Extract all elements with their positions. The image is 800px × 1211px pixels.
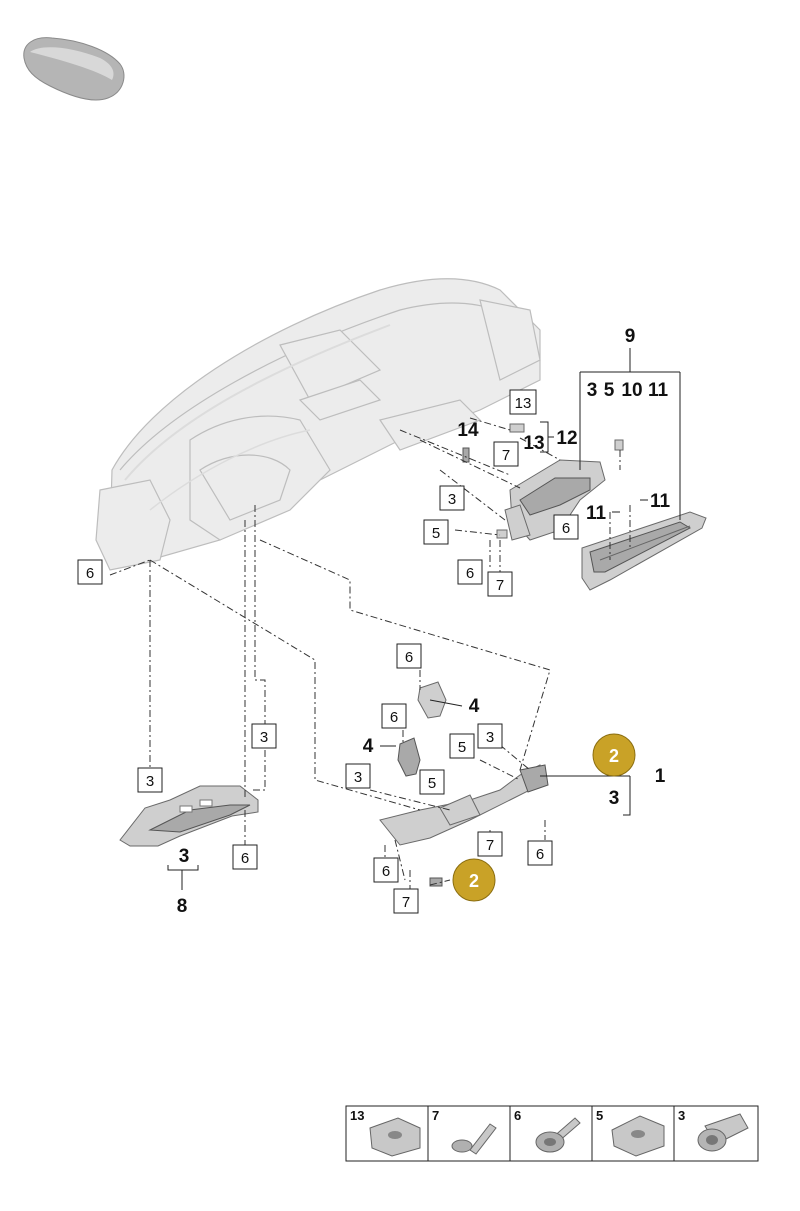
boxed-callouts: 13 7 3 5 6 6 7 6 6 6 3 5 3 5 3 3 6: [77, 389, 579, 914]
callout-3-bracket: 3: [179, 846, 190, 867]
callout-3-left2: 3: [146, 773, 154, 790]
callout-8: 8: [177, 896, 188, 917]
callout-11-b: 11: [586, 503, 607, 524]
callout-9: 9: [625, 326, 636, 347]
callout-3-a: 3: [448, 491, 456, 508]
callout-6-e: 6: [536, 846, 544, 863]
legend-num-7: 7: [432, 1108, 439, 1123]
callout-7-d: 7: [402, 894, 410, 911]
clip-nut-icon-5: [611, 1115, 665, 1157]
callout-11-c: 11: [650, 491, 671, 512]
dashboard-assembly: [95, 278, 541, 571]
badge-lower: 2: [452, 858, 496, 902]
callout-3-mid: 3: [486, 729, 494, 746]
callout-4-b: 4: [363, 736, 374, 757]
clip-nut-icon: [369, 1117, 421, 1157]
callout-6-f: 6: [382, 863, 390, 880]
legend-num-5: 5: [596, 1108, 603, 1123]
glovebox-mechanism: [462, 423, 624, 541]
legend-num-6: 6: [514, 1108, 521, 1123]
callout-4-a: 4: [469, 696, 480, 717]
callout-5-mid2: 5: [428, 775, 436, 792]
badge-upper: 2: [592, 733, 636, 777]
legend-num-3: 3: [678, 1108, 685, 1123]
callout-6-left2: 6: [241, 850, 249, 867]
legend-num-13: 13: [350, 1108, 364, 1123]
callout-7-b: 7: [496, 577, 504, 594]
callout-5-a: 5: [432, 525, 440, 542]
callout-5-mid: 5: [458, 739, 466, 756]
expansion-nut-icon: [697, 1113, 749, 1152]
bold-callouts: 9 3 5 10 11 13 12 14 11 11 4 4 3 8 1 3: [177, 326, 671, 917]
callout-6-left: 6: [86, 565, 94, 582]
callout-13-box: 13: [515, 395, 532, 412]
leader-lines: [109, 417, 631, 890]
callout-3-right: 3: [609, 788, 620, 809]
callout-6-a: 6: [562, 520, 570, 537]
glovebox-lid: [581, 511, 707, 591]
callout-3-mid2: 3: [354, 769, 362, 786]
callout-6-c: 6: [405, 649, 413, 666]
fastener-legend: 13 7 6 5 3: [345, 1105, 759, 1162]
left-bracket: [119, 785, 259, 847]
callout-5-top: 5: [604, 380, 615, 401]
svg-text:2: 2: [609, 746, 619, 766]
callout-7-c: 7: [486, 837, 494, 854]
screw-icon: [451, 1123, 497, 1155]
callout-7-a: 7: [502, 447, 510, 464]
callout-12: 12: [556, 428, 577, 449]
car-thumbnail-icon: [23, 37, 125, 101]
callout-3-top: 3: [587, 380, 598, 401]
svg-text:2: 2: [469, 871, 479, 891]
callout-11-top: 11: [648, 380, 669, 401]
callout-6-d: 6: [390, 709, 398, 726]
callout-10: 10: [621, 380, 642, 401]
callout-1: 1: [655, 766, 666, 787]
callout-14: 14: [457, 420, 479, 441]
callout-6-b: 6: [466, 565, 474, 582]
callout-13-bold: 13: [523, 433, 544, 454]
flange-screw-icon: [535, 1117, 581, 1153]
callout-3-left: 3: [260, 729, 268, 746]
